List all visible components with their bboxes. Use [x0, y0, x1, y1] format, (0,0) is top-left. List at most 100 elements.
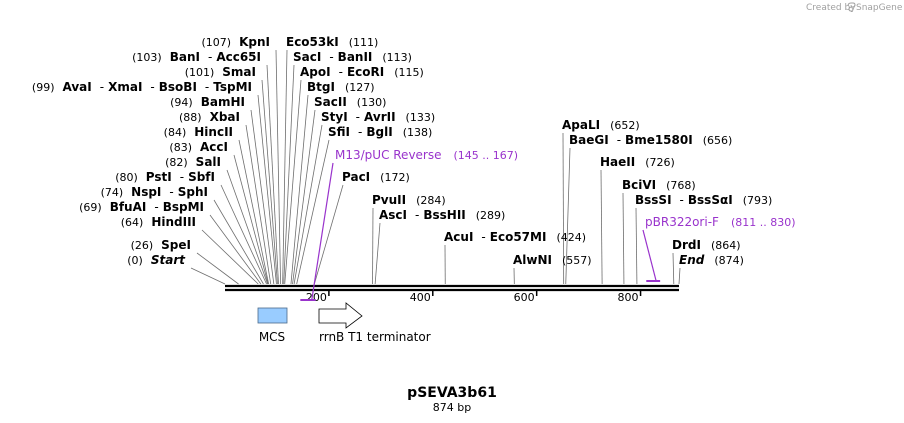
- tick-label: 800: [618, 291, 639, 304]
- site-pos_label: (115): [394, 66, 424, 79]
- site-label: StyI-AvrII(133): [321, 110, 435, 124]
- site-alt: BssSαI: [688, 193, 733, 207]
- site-name: DrdI: [672, 238, 701, 252]
- site-name: SacI: [293, 50, 321, 64]
- site-label: (64)HindIII: [121, 215, 196, 229]
- site-alt: Bme1580I: [625, 133, 693, 147]
- site-pos_label: (0): [127, 254, 143, 267]
- site-separator: -: [169, 185, 173, 199]
- site-name: AvaI: [63, 80, 92, 94]
- site-leader: [313, 184, 344, 285]
- site-leader: [261, 79, 278, 285]
- site-label: (88)XbaI: [179, 110, 240, 124]
- site-separator: -: [329, 50, 333, 64]
- site-pos_label: (874): [714, 254, 744, 267]
- site-name: BfuAI: [110, 200, 147, 214]
- site-name: AscI: [379, 208, 407, 222]
- primer-range: (811 .. 830): [731, 216, 796, 229]
- site-leader: [284, 79, 302, 285]
- site-pos_label: (424): [556, 231, 586, 244]
- site-label: (74)NspI-SphI: [101, 185, 208, 199]
- site-leader: [275, 49, 281, 285]
- site-name: HincII: [194, 125, 233, 139]
- site-name: StyI: [321, 110, 348, 124]
- site-name: SacII: [314, 95, 347, 109]
- site-pos_label: (768): [666, 179, 696, 192]
- tick-label: 400: [410, 291, 431, 304]
- site-leader: [201, 229, 259, 285]
- site-pos_label: (103): [132, 51, 162, 64]
- site-alt2: BsoBI: [159, 80, 197, 94]
- site-separator: -: [358, 125, 362, 139]
- site-pos_label: (284): [416, 194, 446, 207]
- site-name: PstI: [146, 170, 172, 184]
- site-alt: Eco57MI: [490, 230, 547, 244]
- site-name: NspI: [131, 185, 161, 199]
- site-label: (26) SpeI: [131, 238, 191, 252]
- plasmid-length: 874 bp: [433, 401, 471, 414]
- site-label: BssSI-BssSαI(793): [635, 193, 772, 207]
- site-name: AcuI: [444, 230, 473, 244]
- site-label: SfiI-BglI(138): [328, 125, 432, 139]
- site-leader: [257, 94, 277, 285]
- site-label: ApaLI(652): [562, 118, 640, 132]
- site-leader: [290, 94, 309, 285]
- site-pos_label: (99): [32, 81, 55, 94]
- site-pos_label: (138): [403, 126, 433, 139]
- site-leader: [209, 214, 262, 285]
- site-leader: [565, 147, 571, 285]
- plasmid-name: pSEVA3b61: [407, 385, 497, 401]
- site-name: AlwNI: [513, 253, 552, 267]
- credit-brand: SnapGene: [856, 3, 903, 13]
- site-leader: [266, 64, 279, 285]
- tick-label: 600: [514, 291, 535, 304]
- site-pos_label: (113): [382, 51, 412, 64]
- site-pos_label: (652): [610, 119, 640, 132]
- site-leader: [293, 124, 323, 285]
- site-label: (101)SmaI: [185, 65, 256, 79]
- site-name: BaeGI: [569, 133, 609, 147]
- site-labels: (26)SpeI(0)Start(64)HindIII(69)BfuAI-Bsp…: [32, 35, 772, 267]
- site-pos_label: (84): [164, 126, 187, 139]
- site-label: BtgI(127): [307, 80, 375, 94]
- site-pos_label: (127): [345, 81, 375, 94]
- site-pos_label: (26): [131, 239, 154, 252]
- site-separator: -: [617, 133, 621, 147]
- site-leader: [672, 252, 675, 285]
- site-name: SmaI: [222, 65, 256, 79]
- site-label: SacI-BanII(113): [293, 50, 412, 64]
- site-label: (99)AvaI-XmaI-BsoBI-TspMI: [32, 80, 252, 94]
- site-pos_label: (64): [121, 216, 144, 229]
- site-name: BssSI: [635, 193, 672, 207]
- primer-leader: [642, 229, 657, 282]
- site-label: Eco53kI(111): [286, 35, 378, 49]
- site-leader: [220, 184, 267, 285]
- backbone: [225, 284, 679, 292]
- site-leader: [374, 222, 381, 285]
- site-pos_label: (172): [380, 171, 410, 184]
- site-name: BciVI: [622, 178, 656, 192]
- site-pos_label: (289): [476, 209, 506, 222]
- primer-label: pBR322ori-F(811 .. 830): [645, 215, 796, 229]
- site-name: SpeI: [161, 238, 191, 252]
- site-pos_label: (107): [202, 36, 232, 49]
- site-label: BciVI (768): [622, 178, 696, 192]
- site-separator: -: [415, 208, 419, 222]
- site-leader: [196, 252, 239, 285]
- mcs-feature-box: [257, 307, 288, 324]
- site-label: BaeGI-Bme1580I(656): [569, 133, 732, 147]
- site-pos_label: (726): [645, 156, 675, 169]
- site-separator: -: [356, 110, 360, 124]
- site-label: AcuI-Eco57MI(424): [444, 230, 586, 244]
- terminator-feature-arrow: [318, 302, 363, 329]
- site-leader: [283, 64, 295, 285]
- site-label: End(874): [679, 253, 744, 267]
- site-alt: BglI: [366, 125, 392, 139]
- site-pos_label: (793): [743, 194, 773, 207]
- site-name: HaeII: [600, 155, 635, 169]
- site-alt: XmaI: [108, 80, 142, 94]
- site-leader: [213, 199, 264, 285]
- site-name: BamHI: [201, 95, 245, 109]
